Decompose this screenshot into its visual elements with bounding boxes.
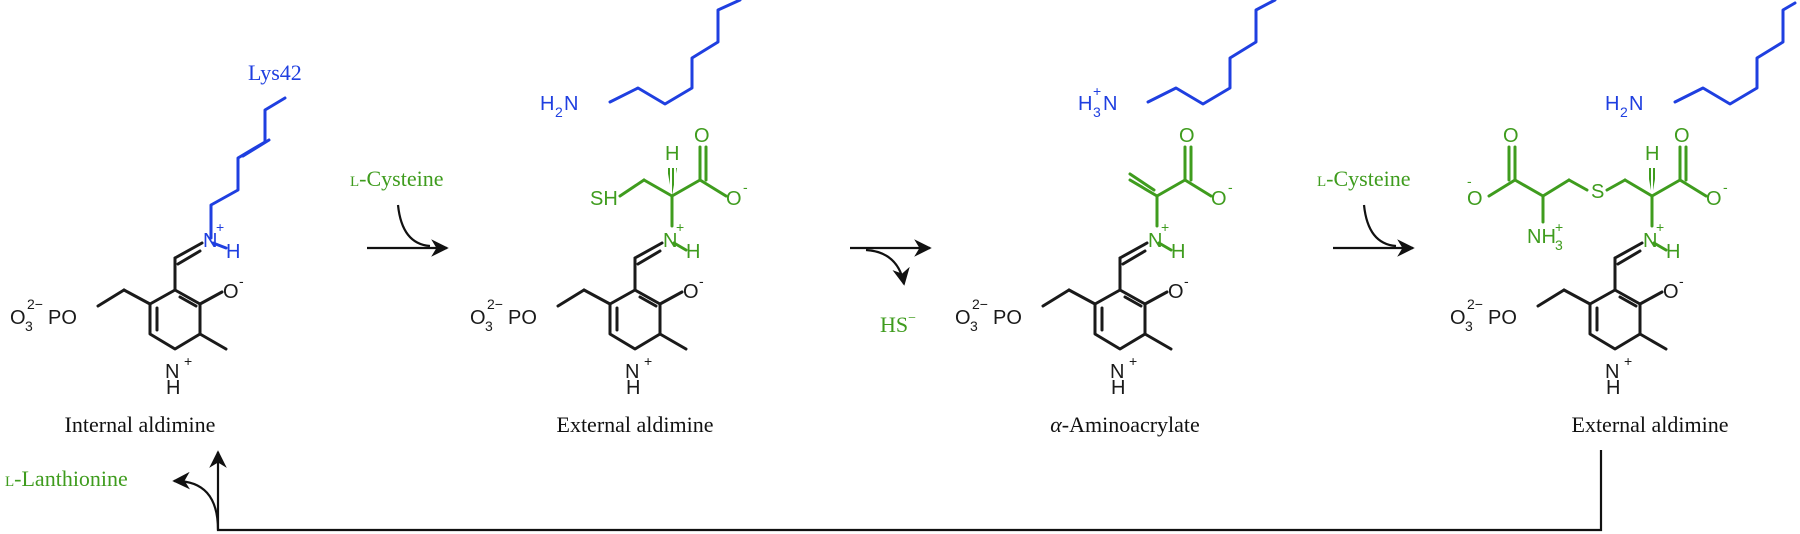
svg-text:-: - — [699, 273, 704, 289]
svg-text:-: - — [239, 273, 244, 289]
svg-text:H: H — [626, 377, 640, 399]
svg-text:N: N — [1629, 93, 1643, 115]
svg-text:+: + — [1555, 219, 1563, 235]
svg-text:-: - — [1184, 273, 1189, 289]
svg-text:N: N — [1110, 361, 1124, 383]
svg-text:PO: PO — [993, 307, 1022, 329]
curved-arrow-out-2 — [865, 248, 910, 286]
product-l-lanthionine: l-Lanthionine — [5, 466, 128, 491]
svg-text:O: O — [694, 125, 710, 147]
svg-text:+: + — [1093, 83, 1101, 99]
svg-text:PO: PO — [1488, 307, 1517, 329]
external-aldimine-2-structure: H O O - S O O - NH 3 + N + H O - N H + O… — [1450, 1, 1797, 399]
svg-text:-: - — [1679, 273, 1684, 289]
svg-text:3: 3 — [1093, 104, 1101, 120]
svg-text:N: N — [625, 361, 639, 383]
svg-text:+: + — [644, 353, 652, 369]
svg-text:2−: 2− — [487, 296, 503, 312]
svg-text:O: O — [1663, 281, 1679, 303]
svg-text:H: H — [686, 241, 700, 263]
svg-text:O: O — [955, 307, 971, 329]
svg-text:O: O — [10, 307, 26, 329]
svg-text:+: + — [1129, 353, 1137, 369]
svg-text:H: H — [1078, 93, 1092, 115]
svg-text:+: + — [184, 353, 192, 369]
svg-text:3: 3 — [970, 318, 978, 334]
lys42-label: Lys42 — [248, 60, 302, 85]
aminoacrylate-structure: O O - N + H O - N H + O 3 2− PO H 3 + N — [955, 0, 1277, 399]
svg-text:+: + — [1656, 219, 1664, 235]
svg-text:2−: 2− — [1467, 296, 1483, 312]
imine-n: N — [203, 230, 217, 252]
svg-text:2: 2 — [555, 104, 563, 120]
svg-text:+: + — [1624, 353, 1632, 369]
caption-aminoacrylate: α-Aminoacrylate — [1050, 412, 1200, 437]
svg-text:3: 3 — [25, 318, 33, 334]
svg-text:-: - — [1723, 179, 1728, 195]
svg-text:2: 2 — [1620, 104, 1628, 120]
svg-text:N: N — [564, 93, 578, 115]
svg-text:O: O — [1674, 125, 1690, 147]
svg-text:H: H — [1111, 377, 1125, 399]
svg-text:H: H — [1666, 241, 1680, 263]
svg-text:3: 3 — [1555, 237, 1563, 253]
svg-text:NH: NH — [1527, 226, 1556, 248]
svg-text:N: N — [1643, 230, 1657, 252]
svg-text:H: H — [1606, 377, 1620, 399]
svg-text:O: O — [1450, 307, 1466, 329]
svg-text:2−: 2− — [27, 296, 43, 312]
svg-text:PO: PO — [48, 307, 77, 329]
svg-text:H: H — [1171, 241, 1185, 263]
svg-text:O: O — [1168, 281, 1184, 303]
svg-text:O: O — [1467, 188, 1483, 210]
svg-text:3: 3 — [1465, 318, 1473, 334]
internal-aldimine-structure: N + H O - N H + O 3 2− PO Lys42 — [10, 60, 302, 399]
svg-text:O: O — [470, 307, 486, 329]
hs-byproduct: HS− — [880, 311, 916, 337]
svg-text:PO: PO — [508, 307, 537, 329]
svg-text:O: O — [726, 188, 742, 210]
svg-text:N: N — [1148, 230, 1162, 252]
svg-text:S: S — [1591, 181, 1604, 203]
svg-text:O: O — [223, 281, 239, 303]
svg-text:O: O — [1503, 125, 1519, 147]
svg-text:H: H — [540, 93, 554, 115]
reagent-l-cysteine-2: l-Cysteine — [1317, 166, 1411, 191]
caption-external-aldimine: External aldimine — [557, 412, 714, 437]
svg-text:H: H — [166, 377, 180, 399]
svg-text:3: 3 — [485, 318, 493, 334]
svg-text:O: O — [683, 281, 699, 303]
curved-arrow-out-lanthionine — [172, 471, 220, 531]
svg-text:N: N — [663, 230, 677, 252]
svg-text:+: + — [676, 219, 684, 235]
external-aldimine-structure: H O O - SH N + H O - N H + O 3 2− PO H 2… — [470, 0, 748, 399]
curved-arrow-in-1 — [396, 204, 431, 248]
svg-text:H: H — [665, 143, 679, 165]
caption-external-aldimine-2: External aldimine — [1572, 412, 1729, 437]
svg-text:+: + — [1161, 219, 1169, 235]
svg-text:O: O — [1706, 188, 1722, 210]
svg-text:H: H — [226, 241, 240, 263]
svg-text:2−: 2− — [972, 296, 988, 312]
svg-text:O: O — [1179, 125, 1195, 147]
svg-text:-: - — [743, 179, 748, 195]
caption-internal-aldimine: Internal aldimine — [65, 412, 216, 437]
svg-text:-: - — [1228, 179, 1233, 195]
svg-text:N: N — [1605, 361, 1619, 383]
svg-text:-: - — [1467, 173, 1472, 189]
curved-arrow-in-3 — [1362, 204, 1397, 248]
svg-text:N: N — [1103, 93, 1117, 115]
reagent-l-cysteine-1: l-Cysteine — [350, 166, 444, 191]
svg-text:O: O — [1211, 188, 1227, 210]
svg-text:H: H — [1645, 143, 1659, 165]
return-arrow — [209, 450, 1603, 532]
svg-text:SH: SH — [590, 188, 618, 210]
svg-text:+: + — [216, 219, 224, 235]
pyridinium-n: N — [165, 361, 179, 383]
svg-text:H: H — [1605, 93, 1619, 115]
